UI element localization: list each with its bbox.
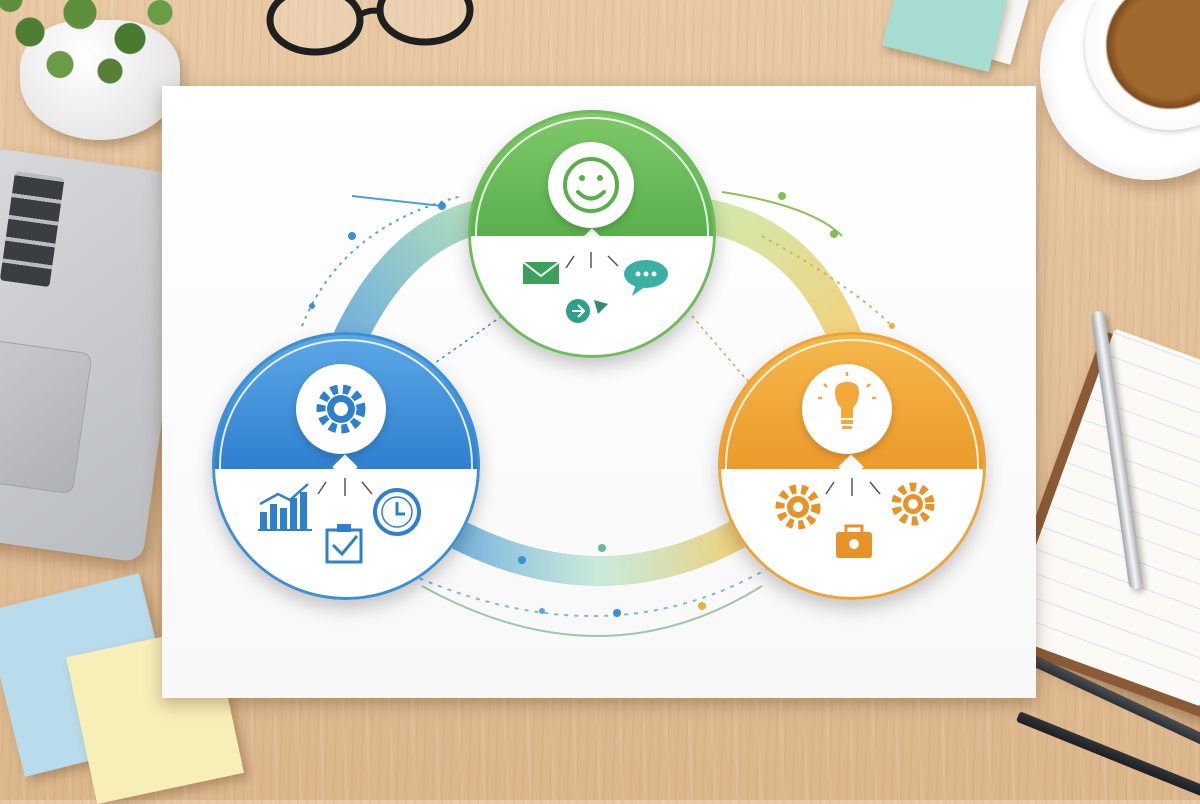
smiley-icon xyxy=(563,157,619,213)
gear-icon xyxy=(891,482,935,526)
node-blue-outline xyxy=(212,332,480,600)
lightbulb-icon xyxy=(818,372,876,429)
node-orange-icons xyxy=(775,372,935,558)
node-green-icons xyxy=(522,157,668,323)
gear-icon xyxy=(775,484,821,530)
node-blue xyxy=(212,332,480,600)
node-green-outline xyxy=(468,110,716,358)
laptop-trackpad xyxy=(0,338,93,495)
gear-icon xyxy=(316,384,366,434)
node-blue-icons xyxy=(258,384,421,564)
clipboard-check-icon xyxy=(325,524,363,564)
briefcase-icon xyxy=(836,524,872,558)
node-orange xyxy=(718,332,986,600)
envelope-icon xyxy=(522,261,560,284)
connection-arcs xyxy=(301,191,895,637)
node-orange-outline xyxy=(718,332,986,600)
ribbon-blue-orange xyxy=(427,511,767,586)
bar-chart-icon xyxy=(258,483,312,531)
node-blue-ring xyxy=(219,339,473,593)
laptop-keyboard xyxy=(0,171,65,288)
sticky-note-teal xyxy=(881,0,1009,73)
eyeglasses xyxy=(266,0,474,56)
clock-icon xyxy=(373,488,421,536)
ribbon-blue-green xyxy=(325,199,499,373)
node-orange-ring xyxy=(725,339,979,593)
send-icon xyxy=(566,299,608,323)
chat-bubble-icon xyxy=(624,260,668,296)
potted-plant xyxy=(0,0,190,110)
diagram-paper xyxy=(162,86,1036,698)
ribbon-green-orange xyxy=(690,199,869,373)
node-green xyxy=(468,110,716,358)
node-green-ring xyxy=(475,117,709,351)
node-green-badge xyxy=(548,142,634,228)
